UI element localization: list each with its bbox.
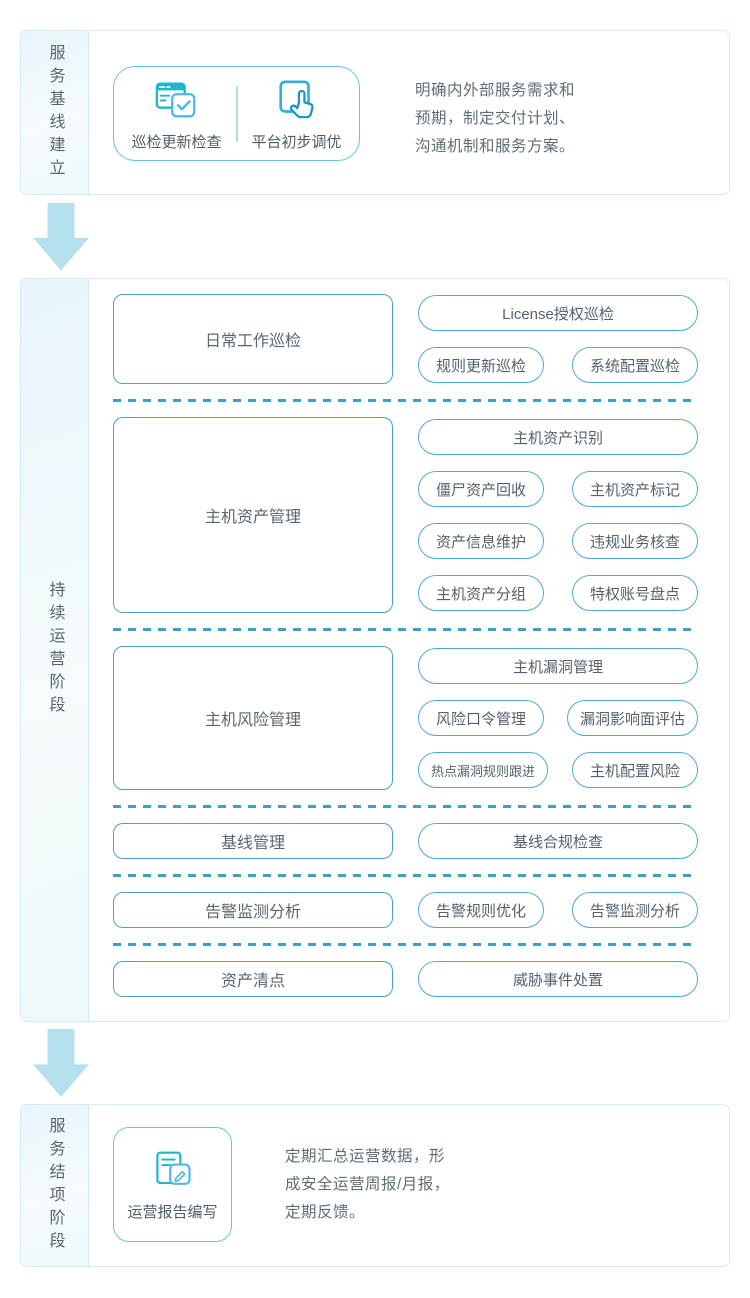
pill-item: 主机资产标记 — [572, 471, 698, 507]
closure-task-box: 运营报告编写 — [113, 1127, 232, 1242]
task-label: 运营报告编写 — [127, 1204, 218, 1221]
category-box: 主机风险管理 — [113, 646, 393, 790]
task-label: 平台初步调优 — [251, 134, 342, 151]
report-edit-icon — [151, 1147, 195, 1193]
process-diagram: 服务基线建立 — [20, 30, 730, 1267]
task-report-writing: 运营报告编写 — [114, 1147, 232, 1222]
category-box: 告警监测分析 — [113, 892, 393, 928]
pill-item: 系统配置巡检 — [572, 347, 698, 383]
phase1-label: 服务基线建立 — [21, 31, 89, 194]
divider — [235, 85, 238, 142]
pill-item: 主机资产识别 — [418, 419, 698, 455]
pill-item: 威胁事件处置 — [418, 961, 698, 997]
phase-service-closure: 服务结项阶段 运营报告编写 — [20, 1104, 730, 1267]
pill-item: 特权账号盘点 — [572, 575, 698, 611]
category-box: 日常工作巡检 — [113, 294, 393, 384]
dashed-divider — [113, 399, 698, 402]
phase1-description: 明确内外部服务需求和 预期，制定交付计划、 沟通机制和服务方案。 — [415, 82, 576, 155]
process-row-host-risk: 主机风险管理 主机漏洞管理 风险口令管理 漏洞影响面评估 热点漏洞规则跟进 主机… — [113, 646, 698, 790]
process-row-asset-inventory: 资产清点 威胁事件处置 — [113, 961, 698, 997]
phase-continuous-operation: 持续运营阶段 日常工作巡检 License授权巡检 规则更新巡检 系统配置巡检 — [20, 278, 730, 1022]
pill-item: 资产信息维护 — [418, 523, 544, 559]
browser-check-icon — [154, 75, 200, 123]
pill-item: 违规业务核查 — [572, 523, 698, 559]
dashed-divider — [113, 874, 698, 877]
pill-item: 主机配置风险 — [572, 752, 698, 788]
pill-item: 基线合规检查 — [418, 823, 698, 859]
task-label: 巡检更新检查 — [131, 134, 222, 151]
phase-service-baseline: 服务基线建立 — [20, 30, 730, 195]
process-row-daily-inspection: 日常工作巡检 License授权巡检 规则更新巡检 系统配置巡检 — [113, 294, 698, 384]
cursor-click-icon — [274, 75, 320, 123]
dashed-divider — [113, 943, 698, 946]
category-box: 资产清点 — [113, 961, 393, 997]
pill-item: 主机漏洞管理 — [418, 648, 698, 684]
pill-item: 告警规则优化 — [418, 892, 544, 928]
category-box: 主机资产管理 — [113, 417, 393, 613]
phase2-label: 持续运营阶段 — [21, 279, 89, 1021]
pill-item: 热点漏洞规则跟进 — [418, 752, 549, 788]
pill-item: 僵尸资产回收 — [418, 471, 544, 507]
task-inspection-update: 巡检更新检查 — [118, 75, 236, 152]
process-row-host-asset: 主机资产管理 主机资产识别 僵尸资产回收 主机资产标记 资产信息维护 违规业务核… — [113, 417, 698, 613]
category-box: 基线管理 — [113, 823, 393, 859]
pill-item: 风险口令管理 — [418, 700, 544, 736]
down-arrow — [33, 1029, 89, 1097]
pill-item: 漏洞影响面评估 — [566, 700, 698, 736]
pill-item: 规则更新巡检 — [418, 347, 544, 383]
process-row-alert-analysis: 告警监测分析 告警规则优化 告警监测分析 — [113, 892, 698, 928]
dashed-divider — [113, 628, 698, 631]
task-platform-tuning: 平台初步调优 — [238, 75, 356, 152]
phase3-description: 定期汇总运营数据，形 成安全运营周报/月报， 定期反馈。 — [285, 1148, 450, 1221]
pill-item: 主机资产分组 — [418, 575, 544, 611]
process-row-baseline: 基线管理 基线合规检查 — [113, 823, 698, 859]
pill-item: License授权巡检 — [418, 295, 698, 331]
phase3-label: 服务结项阶段 — [21, 1105, 89, 1266]
baseline-tasks-box: 巡检更新检查 平台初步调优 — [113, 66, 360, 161]
dashed-divider — [113, 805, 698, 808]
down-arrow — [33, 202, 89, 271]
pill-item: 告警监测分析 — [572, 892, 698, 928]
